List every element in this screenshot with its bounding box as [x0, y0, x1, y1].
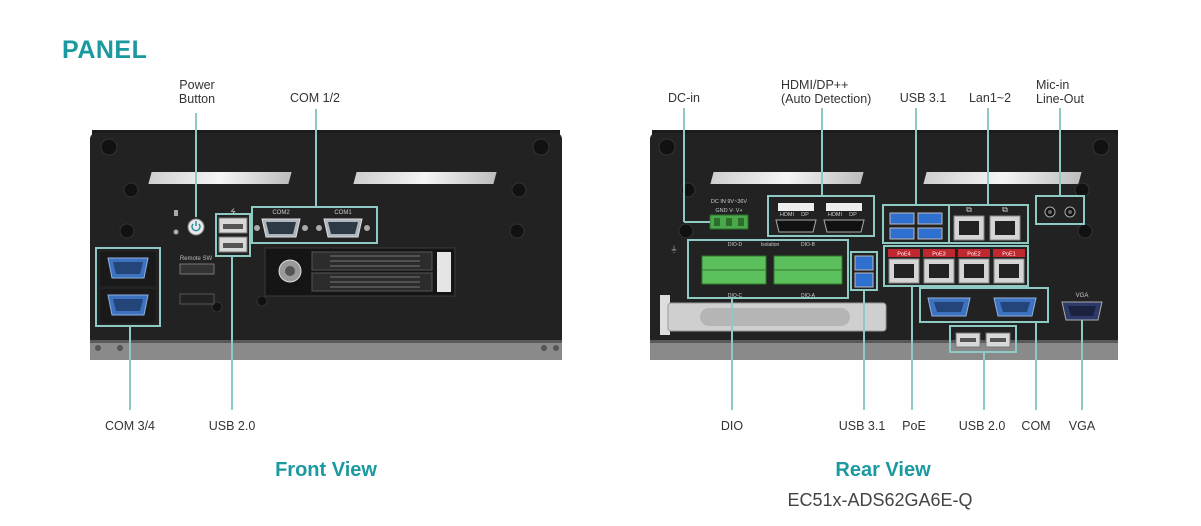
hdmi-dp-ports: HDMI DP HDMI DP	[775, 203, 865, 233]
dio-a-silk: DIO-A	[801, 293, 816, 299]
isolation-silk: Isolation	[761, 242, 780, 248]
label-power-button: Power Button	[178, 78, 216, 106]
label-com12: COM 1/2	[289, 91, 341, 105]
remote-switch: Remote SW	[179, 256, 215, 305]
label-usb31-bottom: USB 3.1	[838, 419, 886, 433]
label-dio: DIO	[720, 419, 744, 433]
label-vga: VGA	[1068, 419, 1096, 433]
label-hdmi-dp: HDMI/DP++ (Auto Detection)	[781, 78, 872, 106]
front-usb20-ports: ⭍	[218, 208, 248, 253]
usb31-top-ports	[889, 212, 943, 240]
dp1-silk: DP	[801, 212, 809, 218]
dio-b-silk: DIO-B	[801, 242, 816, 248]
poe4-silk: PoE4	[897, 252, 910, 258]
label-rear-usb20: USB 2.0	[958, 419, 1006, 433]
hdmi1-silk: HDMI	[780, 212, 795, 218]
svg-text:⏚: ⏚	[670, 245, 678, 254]
power-button[interactable]	[187, 218, 205, 236]
dc-pins-silk: GND V- V+	[715, 208, 742, 214]
vga-silk: VGA	[1076, 293, 1089, 299]
com2-silk: COM2	[272, 210, 290, 216]
hdmi2-silk: HDMI	[828, 212, 843, 218]
poe1-silk: PoE1	[1002, 252, 1015, 258]
label-usb31-top: USB 3.1	[899, 91, 947, 105]
rear-com-ports	[927, 297, 1037, 317]
rear-callouts	[683, 108, 1085, 410]
model-number: EC51x-ADS62GA6E-Q	[787, 490, 973, 510]
poe-ports: PoE4 PoE3 PoE2 PoE1	[888, 249, 1025, 284]
dio-d-silk: DIO-D	[728, 242, 743, 248]
front-com34-ports	[100, 252, 156, 323]
label-lan: Lan1~2	[968, 91, 1012, 105]
dio-terminals: DIO-D Isolation DIO-B DIO-C DIO-A	[701, 242, 843, 299]
svg-text:⧉: ⧉	[966, 205, 972, 214]
label-poe: PoE	[902, 419, 926, 433]
drive-bay	[264, 247, 456, 297]
dio-c-silk: DIO-C	[728, 293, 743, 299]
rear-usb20-ports	[955, 332, 1011, 348]
vga-port: VGA	[1061, 293, 1103, 321]
front-callouts	[95, 109, 378, 410]
lan-ports: ⧉ ⧉	[953, 205, 1021, 241]
poe2-silk: PoE2	[967, 252, 980, 258]
dp2-silk: DP	[849, 212, 857, 218]
front-com12-ports: COM2 COM1	[254, 210, 370, 238]
dc-silk: DC IN 9V~36V	[711, 199, 748, 205]
remote-sw-silk: Remote SW	[180, 256, 213, 262]
label-front-usb20: USB 2.0	[208, 419, 256, 433]
front-view-title: Front View	[275, 459, 377, 481]
label-mic-line: Mic-in Line-Out	[1036, 78, 1084, 106]
poe3-silk: PoE3	[932, 252, 945, 258]
page-title: PANEL	[62, 36, 148, 64]
svg-text:⧉: ⧉	[1002, 205, 1008, 214]
dc-in-terminal: DC IN 9V~36V GND V- V+	[709, 199, 749, 230]
usb31-bottom-ports	[854, 255, 874, 288]
label-com: COM	[1021, 419, 1051, 433]
label-dc-in: DC-in	[668, 91, 700, 105]
usb-symbol: ⭍	[230, 208, 236, 216]
com1-silk: COM1	[334, 210, 352, 216]
led-icons	[173, 210, 179, 235]
rear-view-title: Rear View	[835, 459, 931, 481]
audio-jacks	[1044, 206, 1076, 218]
label-com34: COM 3/4	[104, 419, 156, 433]
front-chassis	[90, 130, 562, 360]
